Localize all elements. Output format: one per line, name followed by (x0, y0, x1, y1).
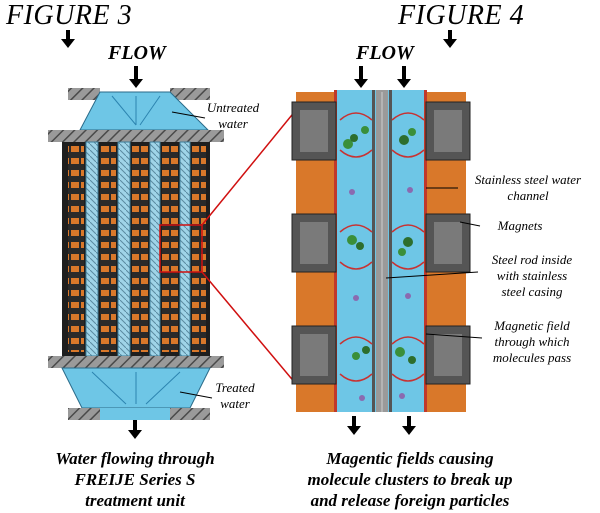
figure3-device (48, 66, 224, 439)
untreated-water-label: Untreated water (200, 100, 266, 132)
untreated-line-2: water (218, 116, 248, 131)
figure4-title: FIGURE 4 (398, 0, 525, 31)
figure3-caption-line-3: treatment unit (85, 491, 185, 510)
magnetic-field-lines (339, 112, 425, 382)
magnets-label: Magnets (480, 218, 560, 234)
rod-line-2: with stainless (496, 268, 568, 283)
title-arrow-4 (443, 30, 457, 48)
figure3-caption-line-1: Water flowing through (55, 449, 215, 468)
title-arrow-3 (61, 30, 75, 48)
figure4-detail (291, 66, 471, 435)
rod-line-3: steel casing (501, 284, 563, 299)
figure3-caption: Water flowing through FREIJE Series S tr… (20, 448, 250, 511)
figure3-caption-line-2: FREIJE Series S (74, 470, 196, 489)
rod-label: Steel rod inside with stainless steel ca… (476, 252, 588, 300)
field-label: Magnetic field through which molecules p… (476, 318, 588, 366)
magnets-line-1: Magnets (497, 218, 543, 233)
field-line-2: through which (494, 334, 570, 349)
treated-line-1: Treated (215, 380, 255, 395)
treated-line-2: water (220, 396, 250, 411)
figure4-caption-line-1: Magentic fields causing (326, 449, 494, 468)
magnet-blocks (291, 101, 471, 385)
figure3-flow-label: FLOW (108, 42, 166, 64)
field-line-3: molecules pass (492, 350, 572, 365)
channel-label: Stainless steel water channel (458, 172, 598, 204)
figure3-title: FIGURE 3 (6, 0, 133, 31)
untreated-line-1: Untreated (206, 100, 260, 115)
field-line-1: Magnetic field (494, 318, 570, 333)
channel-line-2: channel (507, 188, 549, 203)
figure4-caption: Magentic fields causing molecule cluster… (262, 448, 558, 511)
rod-line-1: Steel rod inside (491, 252, 573, 267)
channel-line-1: Stainless steel water (474, 172, 582, 187)
figure4-flow-label: FLOW (356, 42, 414, 64)
figure4-caption-line-2: molecule clusters to break up (307, 470, 513, 489)
figure4-caption-line-3: and release foreign particles (310, 491, 510, 510)
treated-water-label: Treated water (206, 380, 264, 412)
molecule-clusters (343, 126, 416, 401)
